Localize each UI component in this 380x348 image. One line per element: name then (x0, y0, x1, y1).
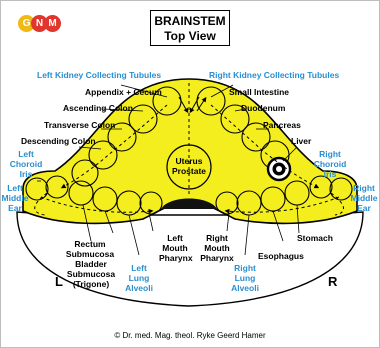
label-bladder-line1: Bladder (75, 259, 107, 269)
label-left-mouth-line2: Mouth (162, 243, 188, 253)
label-left-choroid-line2: Choroid (9, 159, 43, 169)
label-left-lung-line2: Lung (128, 273, 150, 283)
label-left-middle-ear: Left Middle Ear (1, 183, 29, 213)
label-left-kidney: Left Kidney Collecting Tubules (37, 70, 162, 80)
label-right-choroid-line1: Right (319, 149, 341, 159)
label-right-ear-line3: Ear (357, 203, 371, 213)
label-uterus: Uterus (175, 156, 203, 166)
logo-letter-n: N (31, 15, 48, 32)
label-left-ear-line2: Middle (1, 193, 29, 203)
label-bladder: Bladder Submucosa (Trigone) (63, 259, 119, 289)
label-uterus-prostate: Uterus Prostate (167, 156, 211, 176)
copyright-text: © Dr. med. Mag. theol. Ryke Geerd Hamer (114, 331, 266, 340)
label-right-choroid-line3: Iris (323, 169, 337, 179)
label-pancreas: Pancreas (263, 120, 301, 130)
title-main: BRAINSTEM (154, 14, 226, 28)
logo-letter-g: G (18, 15, 35, 32)
label-small-intestine: Small Intestine (229, 87, 289, 97)
label-rectum-line2: Submucosa (65, 249, 115, 259)
label-left-choroid: Left Choroid Iris (9, 149, 43, 179)
title-sub: Top View (164, 29, 216, 43)
label-right-mouth: Right Mouth Pharynx (199, 233, 235, 263)
label-left-lung: Left Lung Alveoli (123, 263, 155, 293)
label-appendix: Appendix + Cecum (85, 87, 162, 97)
label-bladder-line3: (Trigone) (72, 279, 110, 289)
label-left-ear-line1: Left (7, 183, 23, 193)
label-ascending-colon: Ascending Colon (63, 103, 133, 113)
label-left-choroid-line1: Left (18, 149, 34, 159)
label-right-lung: Right Lung Alveoli (229, 263, 261, 293)
right-pathways (210, 104, 344, 216)
logo-letter-m: M (44, 15, 61, 32)
label-left-ear-line3: Ear (8, 203, 22, 213)
label-esophagus: Esophagus (258, 251, 304, 261)
label-prostate: Prostate (171, 166, 206, 176)
label-right-kidney: Right Kidney Collecting Tubules (209, 70, 340, 80)
label-right-choroid-line2: Choroid (313, 159, 347, 169)
left-pathways (34, 104, 168, 216)
label-left-lung-line1: Left (131, 263, 147, 273)
label-right-lung-line2: Lung (234, 273, 256, 283)
label-right-ear-line1: Right (353, 183, 375, 193)
label-stomach: Stomach (297, 233, 333, 243)
label-left-lung-line3: Alveoli (125, 283, 153, 293)
label-rectum: Rectum Submucosa (63, 239, 117, 259)
label-liver: Liver (291, 136, 312, 146)
label-right-mouth-line2: Mouth (204, 243, 230, 253)
label-duodenum: Duodenum (241, 103, 286, 113)
lower-right-circles (215, 175, 353, 216)
label-rectum-line1: Rectum (74, 239, 106, 249)
title-box: BRAINSTEM Top View (150, 10, 230, 46)
cerebellum-outline (16, 211, 364, 307)
liver-target (266, 156, 292, 182)
label-left-mouth: Left Mouth Pharynx (159, 233, 193, 263)
label-right-mouth-line3: Pharynx (200, 253, 234, 263)
label-right-choroid: Right Choroid Iris (313, 149, 347, 179)
midline-dome (161, 198, 217, 209)
midline-arrows (178, 83, 207, 197)
side-label-left: L (55, 274, 63, 289)
label-right-lung-line1: Right (234, 263, 256, 273)
label-right-lung-line3: Alveoli (231, 283, 259, 293)
label-right-middle-ear: Right Middle Ear (349, 183, 379, 213)
label-left-choroid-line3: Iris (19, 169, 33, 179)
leader-lines (37, 84, 300, 256)
label-left-mouth-line3: Pharynx (159, 253, 193, 263)
label-transverse-colon: Transverse Colon (44, 120, 116, 130)
label-bladder-line2: Submucosa (66, 269, 116, 279)
label-right-ear-line2: Middle (350, 193, 378, 203)
label-left-mouth-line1: Left (167, 233, 183, 243)
label-descending-colon: Descending Colon (21, 136, 96, 146)
label-right-mouth-line1: Right (206, 233, 228, 243)
side-label-right: R (328, 274, 338, 289)
